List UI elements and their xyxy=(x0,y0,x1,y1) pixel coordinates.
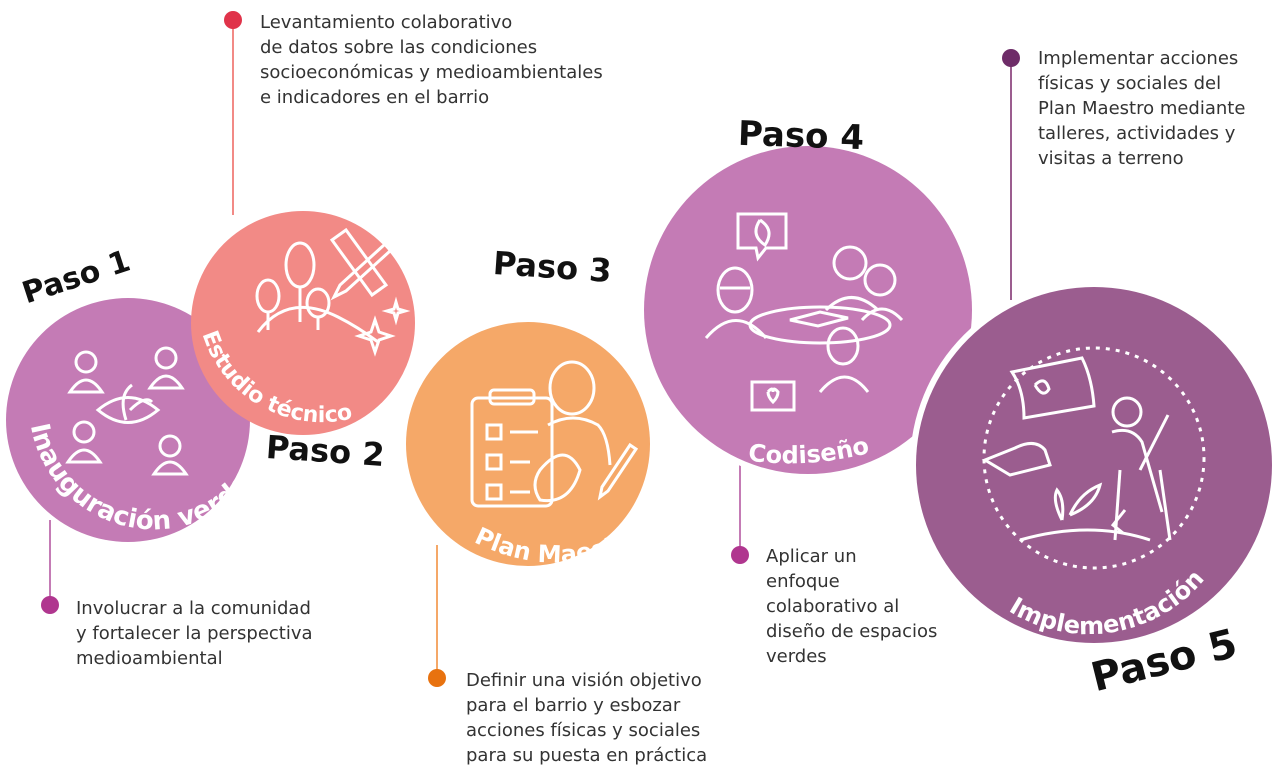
gardening-person-icon xyxy=(981,346,1206,570)
step3-dot xyxy=(428,669,446,687)
people-plant-icon xyxy=(65,346,189,476)
checklist-person-icon xyxy=(470,360,639,508)
connector-lines xyxy=(49,22,1012,678)
step2-description: Levantamiento colaborativo de datos sobr… xyxy=(260,12,603,108)
step5-circle xyxy=(916,287,1272,643)
step2-dot xyxy=(224,11,242,29)
step4-description: Aplicar un enfoque colaborativo al diseñ… xyxy=(766,546,938,667)
step4-circle xyxy=(644,146,972,474)
step5-dot xyxy=(1002,49,1020,67)
trees-ruler-pencil-icon xyxy=(255,227,411,357)
step3-description: Definir una visión objetivo para el barr… xyxy=(466,670,708,766)
step4-paso-label: Paso 4 xyxy=(737,113,865,159)
step1-circle xyxy=(6,298,250,542)
step3-circle-fill xyxy=(406,322,650,566)
step5-description: Implementar acciones físicas y sociales … xyxy=(1038,48,1246,169)
group-table-icon xyxy=(704,212,904,412)
step4-dot xyxy=(731,546,749,564)
step1-dot xyxy=(41,596,59,614)
step1-description: Involucrar a la comunidad y fortalecer l… xyxy=(76,598,313,669)
